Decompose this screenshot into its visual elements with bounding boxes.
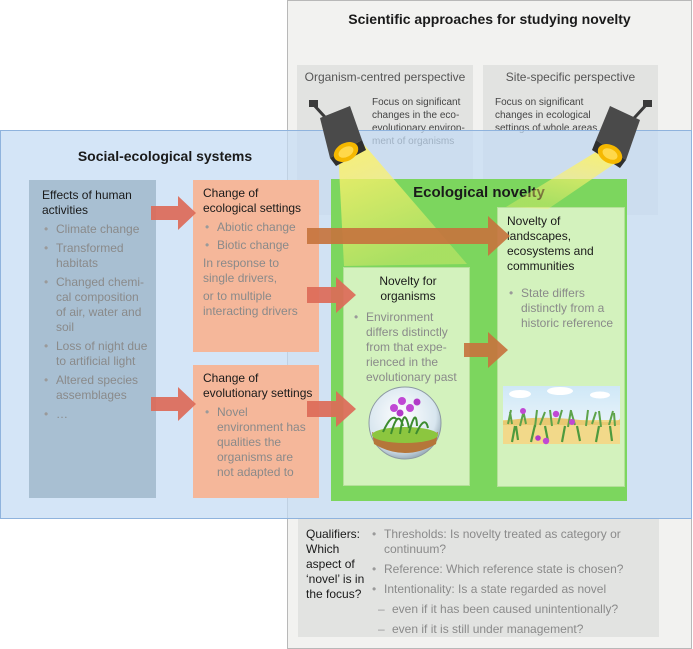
- evolutionary-settings-box: Change of evolutionary settings Novel en…: [193, 365, 319, 498]
- qualifiers-label: Qualifiers: Which aspect of ‘novel’ is i…: [306, 527, 365, 601]
- list-item: Reference: Which reference state is chos…: [370, 562, 658, 577]
- list-item: Thresholds: Is novelty treated as catego…: [370, 527, 658, 557]
- list-item: even if it is still under management?: [370, 622, 658, 637]
- list-item: Changed chemi-cal composition of air, wa…: [42, 275, 150, 335]
- novelty-landscapes-title: Novelty of landscapes, ecosystems and co…: [507, 214, 594, 273]
- ses-title: Social-ecological systems: [77, 148, 253, 164]
- ecological-settings-title: Change of ecological settings: [203, 186, 302, 215]
- ecological-novelty-title: Ecological novelty: [413, 184, 545, 201]
- list-item: Abiotic change: [203, 220, 313, 235]
- human-activities-box: Effects of human activities Climate chan…: [29, 180, 156, 498]
- site-perspective-text: Focus on significant changes in ecologic…: [495, 97, 598, 134]
- ecological-settings-list: Abiotic change Biotic change: [203, 220, 313, 253]
- ecological-settings-note-single: In response to single drivers,: [203, 256, 280, 285]
- novelty-organisms-box: Novelty for organisms Environment differ…: [343, 267, 470, 486]
- novelty-organisms-list: Environment differs distinctly from that…: [352, 310, 464, 385]
- novelty-landscapes-box: Novelty of landscapes, ecosystems and co…: [497, 207, 625, 487]
- site-perspective-header: Site-specific perspective: [505, 70, 636, 84]
- organism-perspective-header: Organism-centred perspective: [304, 70, 466, 84]
- list-item: Novel environment has qualities the orga…: [203, 405, 313, 480]
- ecological-settings-note-multiple: or to multiple interacting drivers: [203, 289, 298, 318]
- qualifiers-list: Thresholds: Is novelty treated as catego…: [370, 527, 658, 597]
- list-item: Climate change: [42, 222, 150, 237]
- list-item: Altered species assemblages: [42, 373, 150, 403]
- list-item: Loss of night due to artificial light: [42, 339, 150, 369]
- qualifiers-sublist: even if it has been caused unintentional…: [370, 602, 658, 637]
- list-item: Intentionality: Is a state regarded as n…: [370, 582, 658, 597]
- human-activities-title: Effects of human activities: [42, 188, 132, 217]
- qualifiers-content: Thresholds: Is novelty treated as catego…: [370, 527, 658, 637]
- ecological-settings-box: Change of ecological settings Abiotic ch…: [193, 180, 319, 352]
- human-activities-list: Climate change Transformed habitats Chan…: [42, 222, 150, 422]
- evolutionary-settings-title: Change of evolutionary settings: [203, 371, 313, 400]
- list-item: Environment differs distinctly from that…: [352, 310, 464, 385]
- list-item: Biotic change: [203, 238, 313, 253]
- list-item: even if it has been caused unintentional…: [370, 602, 658, 617]
- evolutionary-settings-list: Novel environment has qualities the orga…: [203, 405, 313, 480]
- list-item: Transformed habitats: [42, 241, 150, 271]
- novelty-organisms-title: Novelty for organisms: [379, 274, 437, 303]
- list-item: …: [42, 407, 150, 422]
- approaches-title: Scientific approaches for studying novel…: [348, 11, 631, 27]
- list-item: State differs distinctly from a historic…: [507, 286, 618, 331]
- novelty-landscapes-list: State differs distinctly from a historic…: [507, 286, 618, 331]
